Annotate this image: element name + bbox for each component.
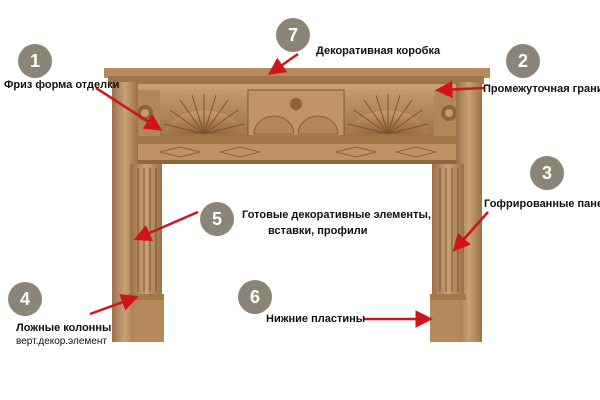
label-ready-elements-line2: вставки, профили	[268, 224, 367, 238]
label-false-columns-sub: верт.декор.элемент	[16, 335, 107, 349]
label-false-columns: Ложные колонны	[16, 321, 111, 335]
label-frieze: Фриз форма отделки	[4, 78, 119, 92]
label-decorative-box: Декоративная коробка	[316, 44, 440, 58]
label-intermediate-border: Промежуточная граница	[483, 82, 600, 96]
marker-3: 3	[530, 156, 564, 190]
label-fluted-panels: Гофрированные панели	[484, 197, 600, 211]
label-bottom-plates: Нижние пластины	[266, 312, 365, 326]
marker-5: 5	[200, 202, 234, 236]
marker-7: 7	[276, 18, 310, 52]
mantel-cornice	[104, 68, 490, 90]
marker-4: 4	[8, 282, 42, 316]
marker-1: 1	[18, 44, 52, 78]
intermediate-border-molding	[118, 136, 474, 164]
label-ready-elements-line1: Готовые декоративные элементы,	[242, 208, 431, 222]
marker-2: 2	[506, 44, 540, 78]
marker-6: 6	[238, 280, 272, 314]
